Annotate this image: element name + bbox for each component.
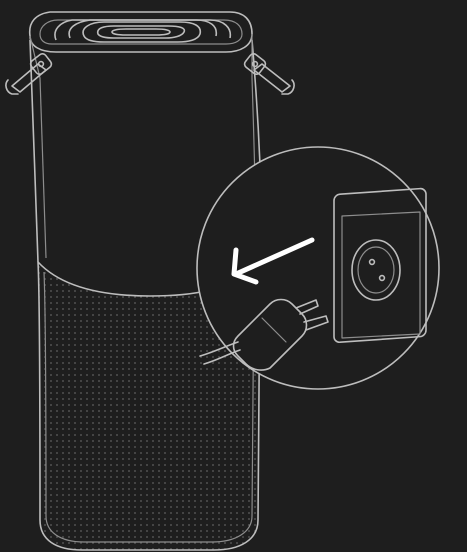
- top-layer-4: [98, 26, 185, 38]
- top-layer-3: [83, 22, 200, 42]
- top-layer-1: [55, 20, 230, 40]
- carry-handle-icon: [6, 52, 294, 94]
- purifier-top-rim: [30, 12, 252, 52]
